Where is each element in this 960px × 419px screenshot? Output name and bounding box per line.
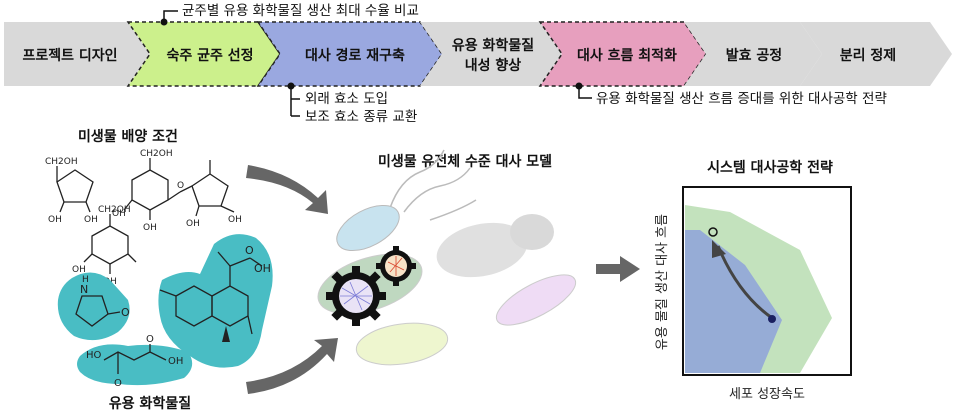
chem-succinic-oh: OH [168,356,183,367]
chem-pyrrolidone-n: N [80,283,88,296]
sugar-label-12: CH2OH [98,205,131,215]
strategy-title: 시스템 대사공학 전략 [707,159,833,176]
model-title: 미생물 유전체 수준 대사 모델 [378,153,552,170]
sugar-label-3: OH [84,215,98,225]
annotation-pathway-text-1: 외래 효소 도입 [305,91,388,107]
sugar-label-6: OH [143,223,157,233]
sugar-label-9: O [177,181,184,191]
step-separation [800,22,952,86]
sugar-label-4: OH [112,209,126,219]
arrow-from-culture [246,165,328,214]
chem-succinic-o2: O [146,334,154,345]
pipeline: 프로젝트 디자인 숙주 균주 선정 대사 경로 재구축 유용 화학물질 내성 향… [4,3,952,125]
inner-region [685,230,782,373]
gear-small-icon [376,246,416,286]
step-label-2: 숙주 균주 선정 [166,47,253,64]
strategy-arrowhead [712,240,726,258]
chem-succinic-ho: HO [86,350,102,361]
chemicals-section: N H O HO OH O O OH O 유용 화학물질 [57,234,273,412]
cell-gray-2 [510,214,554,250]
cell-yellow [355,322,449,366]
strategy-arrow [716,245,773,320]
chem-blob-terpene [158,234,273,368]
plot-xlabel: 세포 성장속도 [729,387,805,402]
annotation-flux-text: 유용 화학물질 생산 흐름 증대를 위한 대사공학 전략 [596,91,887,107]
chem-pyrrolidone-h: H [82,275,89,285]
chem-terpene-oh: OH [254,262,271,275]
annotation-strain-text: 균주별 유용 화학물질 생산 최대 수율 비교 [182,3,419,19]
input-arrows [246,165,338,394]
chem-terpene-o: O [245,244,254,257]
cell-gray-1 [436,222,528,278]
annotation-pathway: 외래 효소 도입 보조 효소 종류 교환 [287,82,417,125]
cell-pink [495,274,577,326]
annotation-pathway-text-2: 보조 효소 종류 교환 [305,109,417,125]
sugar-label-2: OH [48,215,62,225]
sugar-label-5: CH2OH [140,149,173,159]
culture-title: 미생물 배양 조건 [78,128,178,145]
target-point [708,227,718,237]
flagella [389,149,477,221]
step-label-5: 대사 흐름 최적화 [577,47,677,64]
chem-blob-pyrrolidone [57,272,130,341]
chem-blob-succinic [77,344,193,386]
annotation-flux: 유용 화학물질 생산 흐름 증대를 위한 대사공학 전략 [575,82,887,107]
step-label-3: 대사 경로 재구축 [305,47,405,64]
chem-pyrrolidone-o: O [121,306,130,319]
step-label-4b: 내성 향상 [465,57,522,74]
step-label-6: 발효 공정 [726,47,782,64]
annotation-strain: 균주별 유용 화학물질 생산 최대 수율 비교 [160,3,419,26]
step-project-design [4,22,150,86]
sugar-structures [56,158,235,274]
gear-icon [326,266,386,326]
chemicals-title: 유용 화학물질 [109,396,191,412]
strategy-section: 시스템 대사공학 전략 세포 성장속도 유용 물질 생산 대사 흐름 [655,159,852,402]
plot-ylabel: 유용 물질 생산 대사 흐름 [655,214,670,350]
step-label-1: 프로젝트 디자인 [22,47,117,64]
step-label-7: 분리 정제 [840,47,896,64]
model-section: 미생물 유전체 수준 대사 모델 [317,149,577,366]
arrow-from-chemicals [246,338,338,394]
sugar-label-7: OH [186,219,200,229]
start-point [768,315,776,323]
cell-blue [336,204,400,252]
chem-succinic-o1: O [114,378,122,389]
step-tolerance [420,22,562,86]
sugar-label-10: OH [72,265,86,275]
step-fermentation [684,22,822,86]
model-to-strategy-arrow [596,256,640,282]
sugar-label-8: OH [228,215,242,225]
sugar-label-1: CH2OH [45,157,78,167]
step-label-4a: 유용 화학물질 [452,38,534,54]
